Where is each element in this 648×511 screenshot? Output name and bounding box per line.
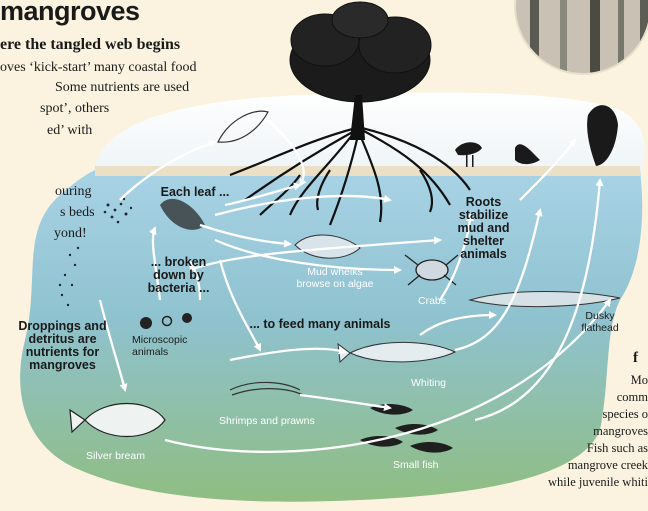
intro-line-5: ouring (55, 182, 92, 202)
intro-line-3: spot’, others (40, 99, 109, 119)
side-text-line-5: Fish such as (587, 440, 648, 457)
sand-strip (95, 166, 640, 176)
intro-line-1: oves ‘kick-start’ many coastal food (0, 58, 196, 78)
label-each-leaf: Each leaf ... (145, 186, 245, 199)
caption-dusky-flathead: Dusky flathead (580, 310, 620, 334)
intro-line-7: yond! (54, 224, 87, 244)
side-text-line-6: mangrove creek (568, 457, 648, 474)
side-text-line-7: while juvenile whiti (548, 474, 648, 491)
caption-shrimps: Shrimps and prawns (219, 415, 315, 427)
page-subtitle: ere the tangled web begins (0, 36, 180, 54)
label-broken-down: ... broken down by bacteria ... (141, 256, 216, 295)
caption-microscopic: Microscopic animals (132, 334, 188, 358)
label-droppings: Droppings and detritus are nutrients for… (10, 320, 115, 372)
intro-line-2: Some nutrients are used (55, 78, 189, 98)
label-feed-many: ... to feed many animals (240, 318, 400, 331)
caption-small-fish: Small fish (393, 459, 439, 471)
caption-silver-bream: Silver bream (86, 450, 145, 462)
caption-whiting: Whiting (411, 377, 446, 389)
side-text-line-1: Mo (631, 372, 648, 389)
caption-crabs: Crabs (418, 295, 446, 307)
intro-line-6: s beds (60, 203, 95, 223)
side-text-line-3: species o (603, 406, 648, 423)
intro-line-4: ed’ with (47, 121, 92, 141)
mangrove-photo (510, 0, 648, 80)
side-text-line-4: mangroves (593, 423, 648, 440)
caption-mud-whelks: Mud whelks browse on algae (290, 266, 380, 290)
label-roots: Roots stabilize mud and shelter animals (446, 196, 521, 261)
side-text-line-2: comm (617, 389, 648, 406)
side-heading-fragment: f (633, 350, 638, 367)
page-title: mangroves (0, 0, 140, 27)
